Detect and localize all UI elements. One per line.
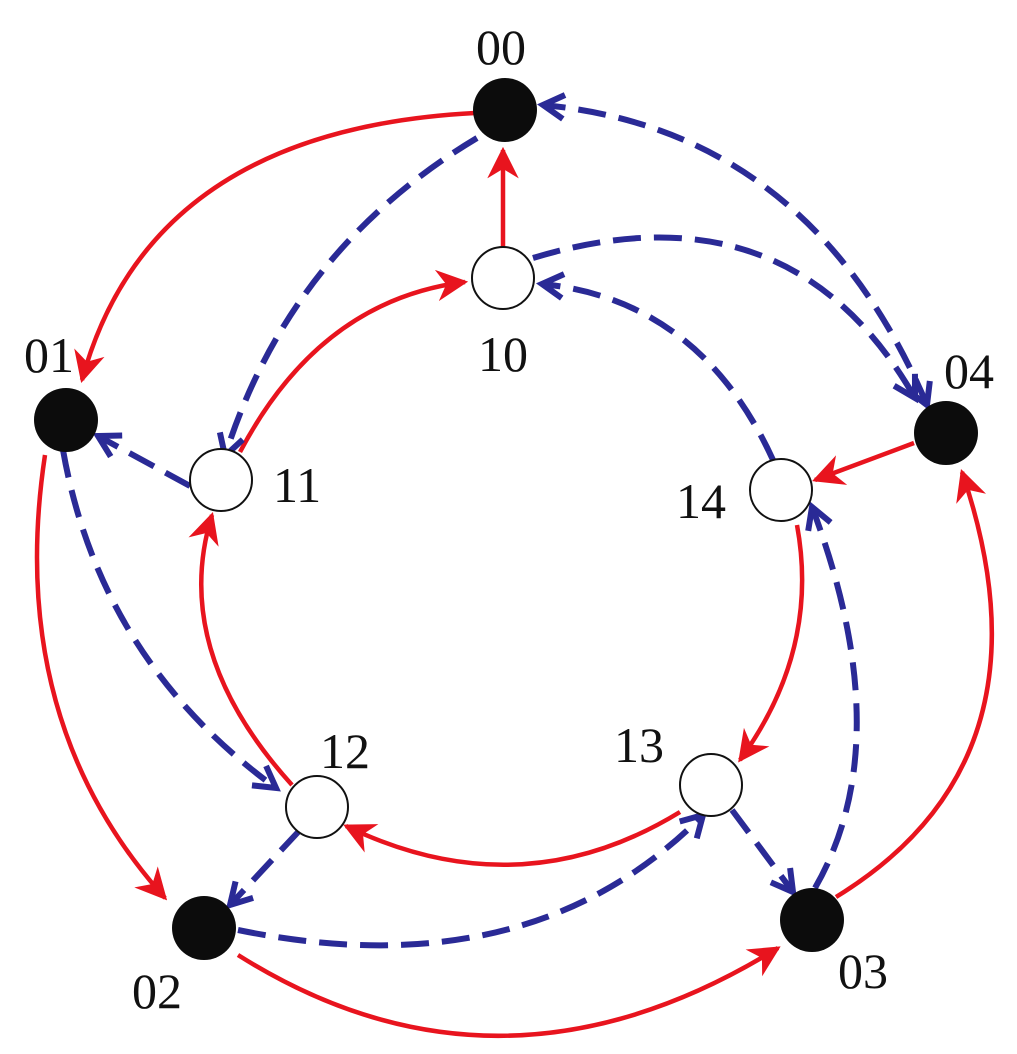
node-03: 03 — [780, 888, 888, 999]
edge-03-14 — [805, 501, 860, 890]
node-13-open-circle — [679, 753, 743, 817]
node-11-open-circle — [189, 448, 253, 512]
edge-11-10 — [238, 269, 469, 454]
node-14: 14 — [676, 458, 813, 529]
node-02-label: 02 — [132, 963, 182, 1019]
node-01: 01 — [24, 327, 98, 452]
node-00-filled-circle — [473, 78, 537, 142]
nodes-layer: 00 01 02 03 04 10 11 12 — [24, 19, 994, 1019]
edge-01-12 — [60, 449, 281, 792]
node-12-label: 12 — [320, 723, 370, 779]
edges-layer — [34, 92, 995, 1039]
edge-10-04 — [532, 234, 919, 404]
node-03-filled-circle — [780, 888, 844, 952]
node-11: 11 — [189, 448, 321, 513]
edge-14-13 — [738, 524, 805, 763]
edge-12-02 — [225, 827, 303, 910]
edge-04-00 — [536, 92, 933, 411]
edge-00-01 — [74, 110, 476, 384]
node-02: 02 — [132, 896, 236, 1019]
node-13-label: 13 — [614, 717, 664, 773]
node-10-label: 10 — [478, 326, 528, 382]
node-12: 12 — [285, 723, 370, 839]
node-00: 00 — [473, 19, 537, 142]
node-01-label: 01 — [24, 327, 74, 383]
node-14-label: 14 — [676, 473, 726, 529]
node-04-filled-circle — [914, 401, 978, 465]
edge-00-11 — [216, 135, 479, 462]
node-10: 10 — [471, 246, 535, 382]
edge-13-03 — [729, 808, 797, 897]
edge-02-13 — [237, 810, 708, 949]
edge-04-14 — [812, 440, 915, 485]
edge-11-01 — [92, 432, 192, 489]
edge-01-02 — [34, 454, 168, 901]
node-03-label: 03 — [838, 943, 888, 999]
edge-12-11 — [188, 511, 294, 787]
node-14-open-circle — [749, 458, 813, 522]
node-12-open-circle — [285, 775, 349, 839]
node-04: 04 — [914, 343, 994, 465]
node-10-open-circle — [471, 246, 535, 310]
node-00-label: 00 — [476, 19, 526, 75]
node-04-label: 04 — [944, 343, 994, 399]
edge-14-10 — [535, 271, 776, 462]
node-11-label: 11 — [273, 457, 321, 513]
node-02-filled-circle — [172, 896, 236, 960]
edge-03-04 — [834, 469, 995, 899]
node-01-filled-circle — [34, 388, 98, 452]
edge-13-12 — [343, 810, 682, 867]
node-13: 13 — [614, 717, 743, 817]
edge-02-03 — [236, 946, 781, 1039]
